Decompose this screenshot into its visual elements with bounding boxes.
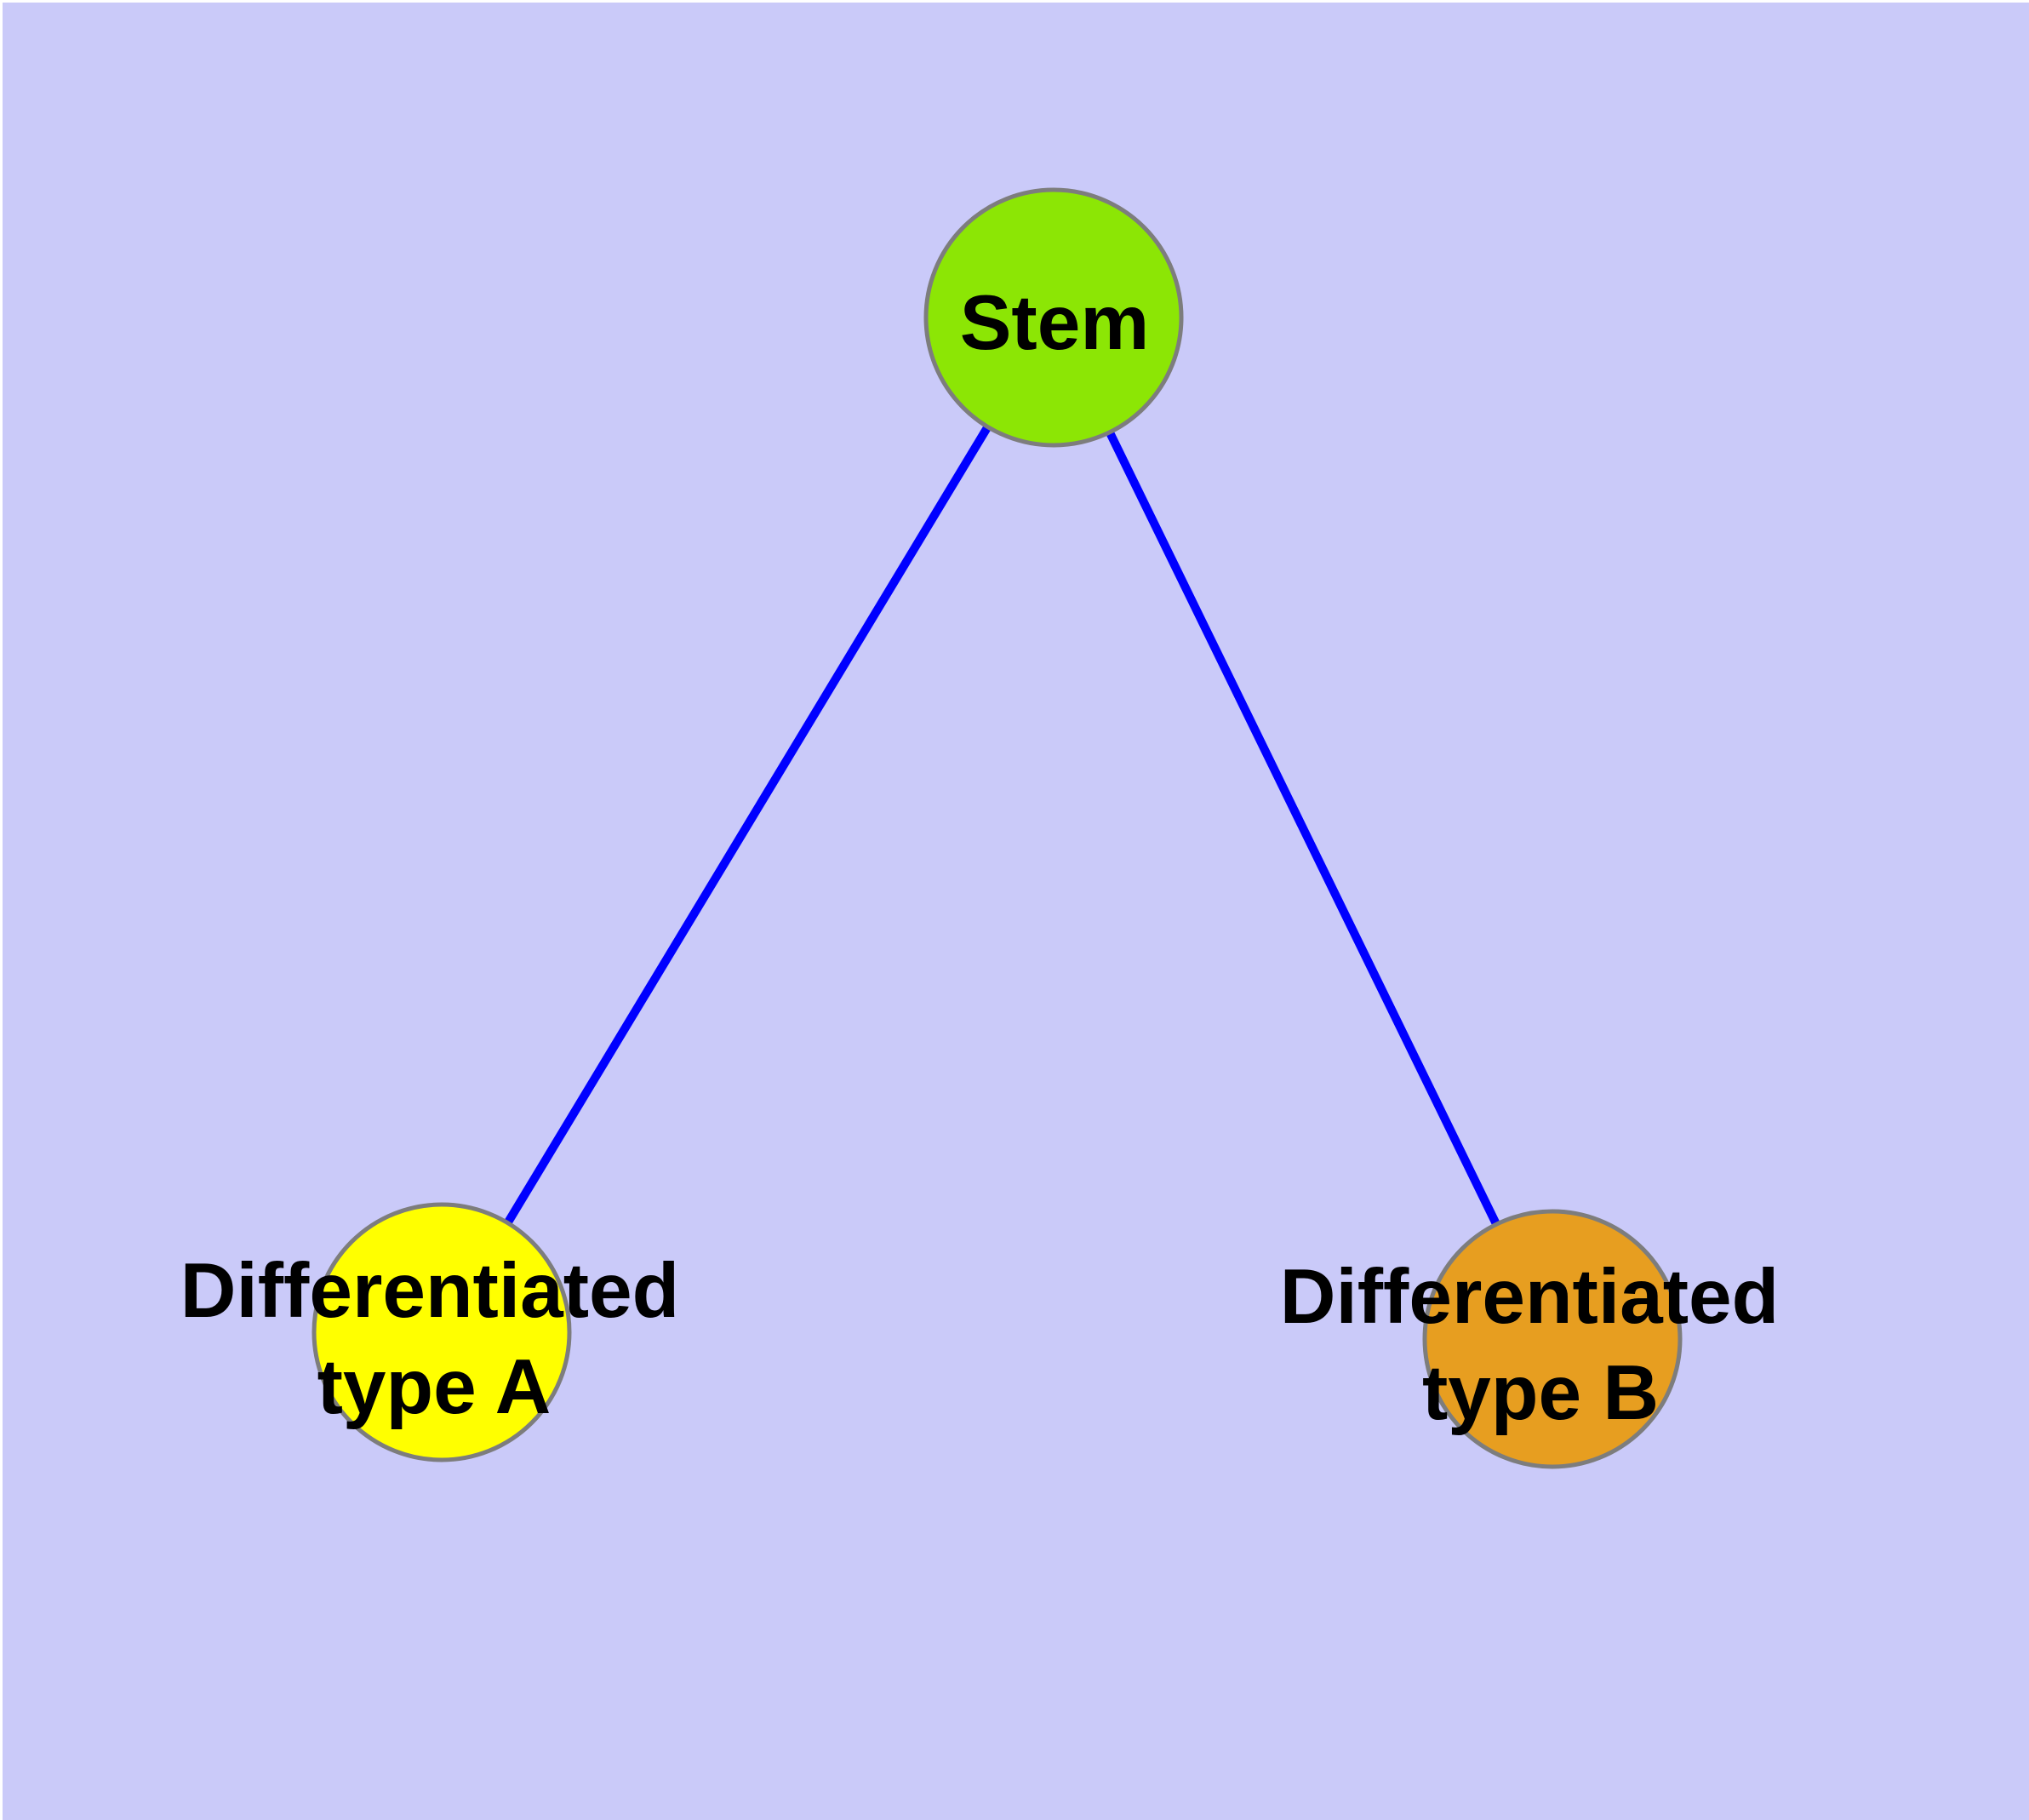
node-type-a-circle (311, 1202, 572, 1462)
node-stem-label: Stem (960, 280, 1150, 366)
node-type-a-label-line1: Differentiated (180, 1248, 680, 1334)
node-type-b-circle (1422, 1209, 1683, 1469)
node-stem-circle (923, 187, 1184, 448)
edge-stem-to-type-b (1049, 315, 1557, 1342)
window-edge-top (0, 0, 2029, 3)
node-type-b-label-line1: Differentiated (1280, 1254, 1780, 1340)
edge-stem-to-type-a (437, 315, 1058, 1335)
node-type-a-label-line2: type A (317, 1344, 552, 1430)
node-type-b-label-line2: type B (1422, 1350, 1659, 1436)
window-edge-left (0, 0, 3, 1820)
